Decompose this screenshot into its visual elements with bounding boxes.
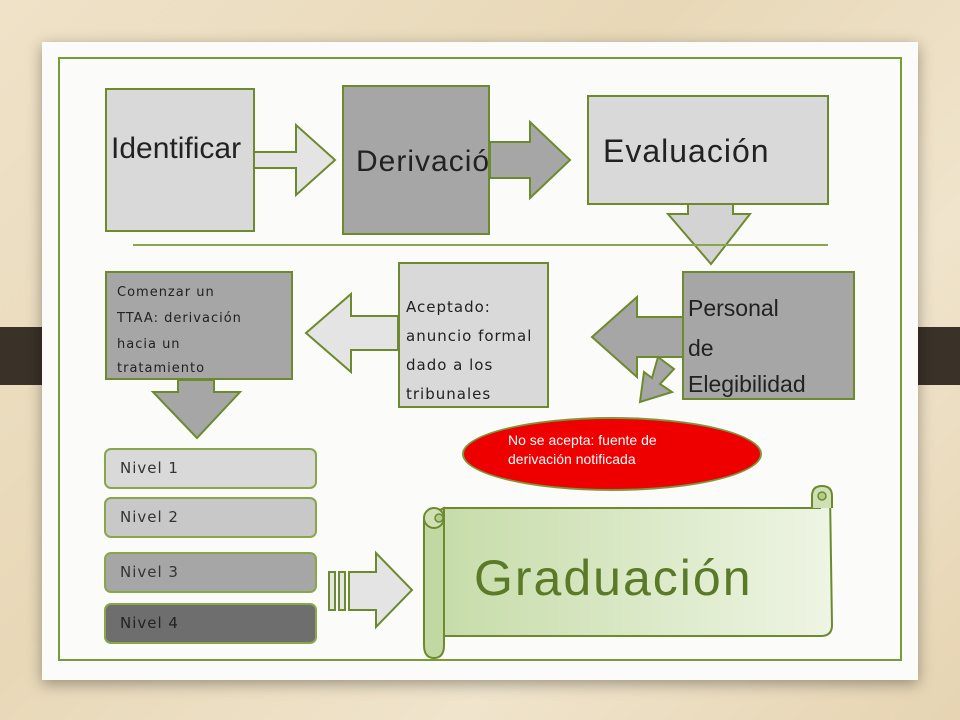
label-personal-2: de bbox=[688, 335, 714, 361]
label-no-acepta-2: derivación notificada bbox=[508, 451, 636, 467]
divider-line bbox=[133, 244, 828, 246]
label-aceptado-4: tribunales bbox=[406, 385, 492, 403]
label-no-acepta-1: No se acepta: fuente de bbox=[508, 432, 657, 448]
nivel-4: Nivel 4 bbox=[104, 603, 317, 644]
arrow-evaluacion-personal bbox=[665, 203, 753, 266]
nivel-2: Nivel 2 bbox=[104, 497, 317, 538]
arrow-niveles-graduacion bbox=[348, 550, 414, 630]
label-comenzar-2: TTAA: derivación bbox=[117, 311, 242, 326]
label-personal-3: Elegibilidad bbox=[688, 371, 806, 397]
slide-frame bbox=[58, 57, 902, 661]
box-comenzar: Comenzar un TTAA: derivación hacia un tr… bbox=[105, 271, 293, 380]
arrow-comenzar-niveles bbox=[150, 379, 243, 440]
label-derivacion: Derivación bbox=[356, 145, 490, 178]
rejection-ellipse: No se acepta: fuente de derivación notif… bbox=[462, 417, 762, 491]
label-aceptado-2: anuncio formal bbox=[406, 327, 533, 345]
label-evaluacion: Evaluación bbox=[603, 133, 770, 169]
nivel-1: Nivel 1 bbox=[104, 448, 317, 489]
label-personal-1: Personal bbox=[688, 295, 779, 321]
graduacion-scroll bbox=[423, 484, 834, 660]
label-comenzar-1: Comenzar un bbox=[117, 285, 215, 300]
nivel-3: Nivel 3 bbox=[104, 552, 317, 593]
box-identificar: Identificar bbox=[105, 88, 255, 232]
label-aceptado-1: Aceptado: bbox=[406, 298, 491, 316]
box-personal-elegibilidad: Personal de Elegibilidad bbox=[682, 271, 855, 400]
box-aceptado: Aceptado: anuncio formal dado a los trib… bbox=[398, 262, 549, 408]
box-derivacion: Derivación bbox=[342, 85, 490, 235]
arrow-identificar-derivacion bbox=[253, 122, 337, 198]
arrow-personal-aceptado bbox=[590, 294, 684, 380]
label-comenzar-4: tratamiento bbox=[117, 361, 206, 376]
arrow-derivacion-evaluacion bbox=[489, 119, 572, 201]
arrow-personal-rechazo bbox=[638, 355, 676, 404]
box-evaluacion: Evaluación bbox=[587, 95, 829, 205]
label-comenzar-3: hacia un bbox=[117, 337, 181, 352]
arrow-aceptado-comenzar bbox=[304, 291, 399, 375]
label-aceptado-3: dado a los bbox=[406, 356, 494, 374]
label-identificar: Identificar bbox=[111, 132, 242, 165]
label-graduacion: Graduación bbox=[474, 550, 753, 606]
